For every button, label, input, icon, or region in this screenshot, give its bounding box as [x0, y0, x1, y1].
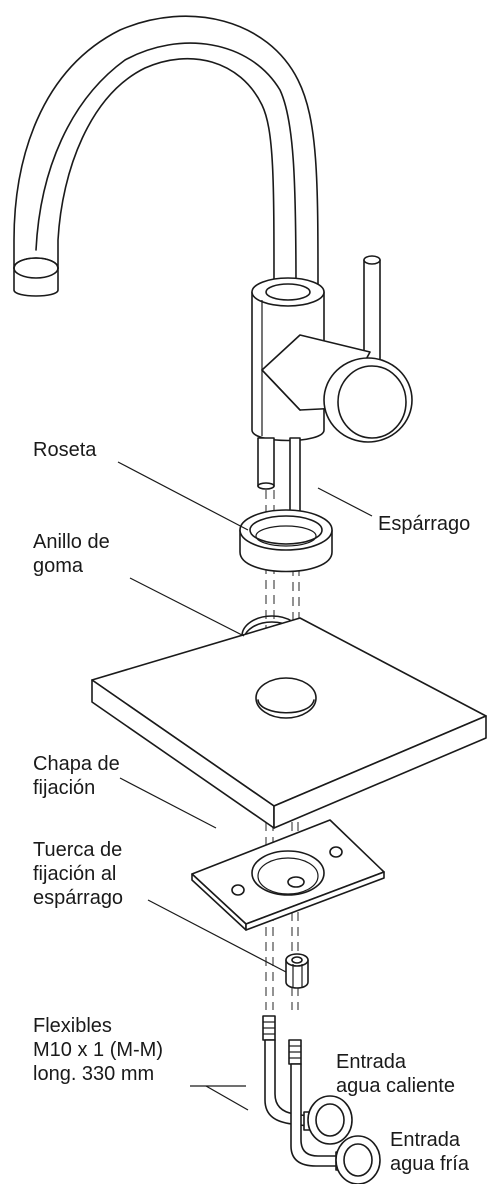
label-roseta: Roseta — [33, 438, 96, 462]
label-tuerca-line-3: espárrago — [33, 887, 124, 909]
label-fria-line-2: agua fría — [390, 1153, 469, 1175]
faucet-studs — [257, 437, 301, 521]
wall-valve-hot — [303, 1095, 353, 1145]
rosette-ring — [239, 509, 333, 573]
label-tuerca-line-2: fijación al — [33, 863, 117, 885]
faucet-lever — [261, 255, 413, 443]
label-flexibles: Flexibles M10 x 1 (M-M) long. 330 mm — [33, 1014, 163, 1086]
label-flexibles-line-1: Flexibles — [33, 1015, 112, 1037]
label-chapa-line-1: Chapa de — [33, 753, 120, 775]
label-tuerca: Tuerca de fijación al espárrago — [33, 838, 123, 910]
label-anillo-de-goma: Anillo de goma — [33, 530, 110, 578]
label-anillo-line-1: Anillo de — [33, 531, 110, 553]
flexible-hoses — [262, 1015, 341, 1167]
label-caliente-line-1: Entrada — [336, 1051, 407, 1073]
label-tuerca-line-1: Tuerca de — [33, 839, 123, 861]
label-entrada-agua-caliente: Entrada agua caliente — [336, 1050, 455, 1098]
label-flexibles-line-2: M10 x 1 (M-M) — [33, 1039, 163, 1061]
leader-lines — [117, 461, 373, 1111]
wall-valve-cold — [335, 1135, 381, 1184]
label-esparrago-line-1: Espárrago — [378, 513, 471, 535]
faucet-spout — [13, 15, 319, 297]
countertop-slab — [91, 617, 487, 829]
stud-nut — [285, 953, 309, 989]
label-anillo-line-2: goma — [33, 555, 84, 577]
fixing-plate — [191, 819, 385, 931]
label-roseta-line-1: Roseta — [33, 439, 97, 461]
label-caliente-line-2: agua caliente — [336, 1075, 455, 1097]
label-flexibles-line-3: long. 330 mm — [33, 1063, 155, 1085]
label-esparrago: Espárrago — [378, 512, 470, 536]
label-chapa-de-fijacion: Chapa de fijación — [33, 752, 120, 800]
label-chapa-line-2: fijación — [33, 777, 96, 799]
label-fria-line-1: Entrada — [390, 1129, 461, 1151]
label-entrada-agua-fria: Entrada agua fría — [390, 1128, 469, 1176]
